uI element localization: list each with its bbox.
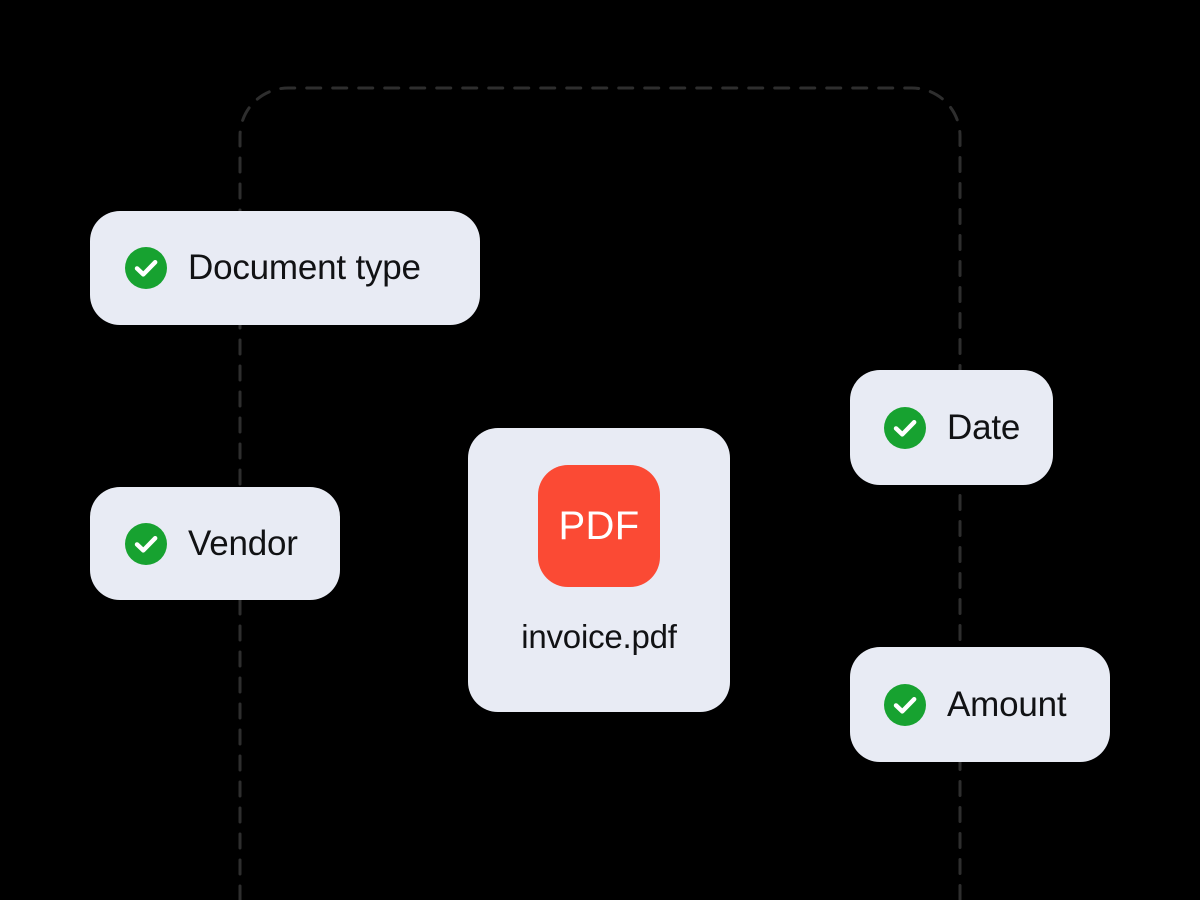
check-circle-icon <box>884 683 926 726</box>
field-pill-date[interactable]: Date <box>850 370 1053 485</box>
field-pill-amount[interactable]: Amount <box>850 647 1110 762</box>
pdf-file-icon: PDF <box>538 465 660 587</box>
field-pill-label: Vendor <box>188 523 298 563</box>
check-circle-icon <box>125 522 167 565</box>
field-pill-vendor[interactable]: Vendor <box>90 487 340 600</box>
file-name-label: invoice.pdf <box>521 618 677 655</box>
check-circle-icon <box>884 406 926 449</box>
file-card[interactable]: PDF invoice.pdf <box>468 428 730 712</box>
field-pill-label: Document type <box>188 248 421 287</box>
pdf-badge-label: PDF <box>558 504 640 548</box>
field-pill-document-type[interactable]: Document type <box>90 211 480 325</box>
field-pill-label: Amount <box>947 684 1067 724</box>
field-pill-label: Date <box>947 407 1021 447</box>
check-circle-icon <box>125 247 167 289</box>
